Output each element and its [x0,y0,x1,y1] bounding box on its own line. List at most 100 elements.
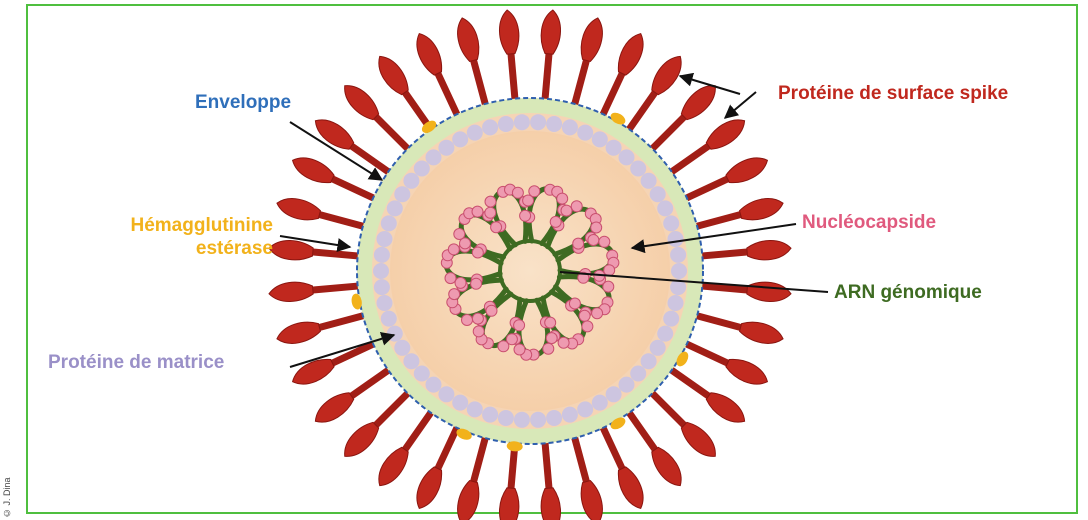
nucleocapsid-bead [603,281,614,292]
spike [699,276,792,303]
matrix-dot [498,410,514,426]
nucleocapsid-bead [571,201,582,212]
arrow-spike-2 [725,92,756,118]
nucleocapsid-bead [472,247,483,258]
nucleocapsid-bead [604,265,615,276]
spike [268,276,361,303]
matrix-dot [381,311,397,327]
matrix-dot [546,410,562,426]
spike [565,433,607,520]
matrix-dot [663,311,679,327]
matrix-dot [668,295,684,311]
nucleocapsid-bead [491,222,502,233]
nucleocapsid-bead [520,210,531,221]
nucleocapsid-bead [454,229,465,240]
spike [453,15,495,109]
matrix-dot [377,295,393,311]
nucleocapsid-bead [573,238,584,249]
nucleocapsid-bead [557,193,568,204]
label-arn: ARN génomique [834,282,982,303]
core-area [390,131,670,411]
nucleocapsid-bead [514,320,525,331]
label-hemagglutinine-line1: Hémagglutinine [130,215,273,236]
matrix-dot [482,407,498,423]
matrix-dot [606,140,622,156]
label-matrice: Protéine de matrice [48,352,224,373]
matrix-dot [438,386,454,402]
nucleocapsid-bead [543,343,554,354]
nucleocapsid-bead [473,326,484,337]
nucleocapsid-bead [471,278,482,289]
label-enveloppe: Enveloppe [195,92,291,113]
spike [498,9,525,102]
matrix-dot [374,279,390,295]
matrix-dot [619,149,635,165]
matrix-dot [387,200,403,216]
nucleocapsid-bead [588,235,599,246]
nucleocapsid-bead [485,207,496,218]
spike [535,440,562,520]
matrix-dot [641,173,657,189]
label-spike: Protéine de surface spike [778,83,1008,104]
matrix-dot [426,377,442,393]
nucleocapsid-bead [462,315,473,326]
nucleocapsid-bead [486,305,497,316]
matrix-dot [577,125,593,141]
nucleocapsid-bead [485,196,496,207]
spike [453,433,495,520]
matrix-dot [650,340,666,356]
nucleocapsid-bead [579,310,590,321]
nucleocapsid-bead [545,317,556,328]
label-hemagglutinine-line2: estérase [196,238,273,259]
nucleocapsid-bead [472,313,483,324]
nucleocapsid-bead [569,298,580,309]
matrix-dot [546,116,562,132]
matrix-dot [606,386,622,402]
matrix-dot [671,263,687,279]
matrix-dot [592,395,608,411]
matrix-dot [530,412,546,428]
matrix-dot [562,119,578,135]
nucleocapsid-bead [592,308,603,319]
nucleocapsid-bead [599,236,610,247]
matrix-dot [377,231,393,247]
nucleocapsid-bead [529,186,540,197]
matrix-dot [467,125,483,141]
spike [692,306,786,348]
matrix-dot [403,173,419,189]
nucleocapsid-bead [472,206,483,217]
matrix-dot [630,366,646,382]
spike [699,239,792,266]
nucleocapsid-bead [558,337,569,348]
matrix-dot [641,353,657,369]
matrix-dot [577,401,593,417]
nucleocapsid-bead [514,344,525,355]
matrix-dot [498,116,514,132]
nucleocapsid-bead [550,216,561,227]
nucleocapsid-bead [455,277,466,288]
matrix-dot [668,231,684,247]
spike [268,239,361,266]
matrix-dot [657,326,673,342]
matrix-dot [514,412,530,428]
matrix-dot [387,326,403,342]
spike [535,9,562,102]
nucleocapsid-bead [498,341,509,352]
matrix-dot [394,340,410,356]
matrix-dot [452,131,468,147]
nucleocapsid-bead [561,205,572,216]
spike [274,194,368,236]
spike [565,15,607,109]
matrix-dot [374,247,390,263]
matrix-dot [394,186,410,202]
matrix-dot [403,353,419,369]
matrix-dot [592,131,608,147]
matrix-dot [530,114,546,130]
spike [498,440,525,520]
spike [692,194,786,236]
matrix-dot [438,140,454,156]
matrix-dot [414,366,430,382]
nucleocapsid-bead [512,187,523,198]
matrix-dot [373,263,389,279]
